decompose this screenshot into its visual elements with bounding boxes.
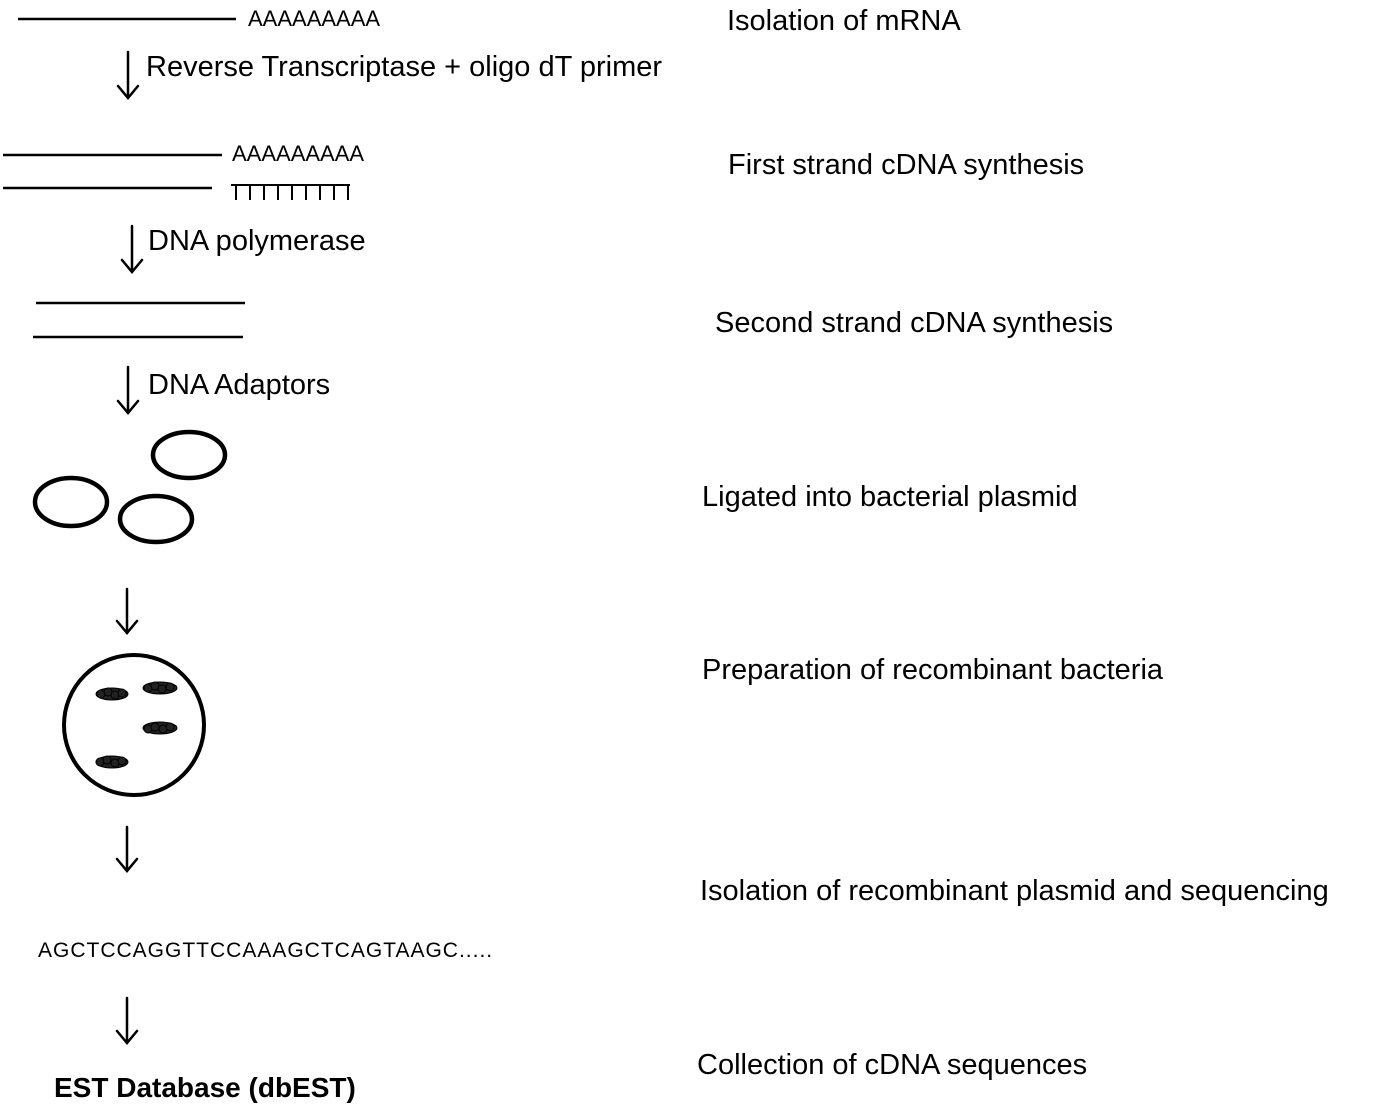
step-label-sequencing: Isolation of recombinant plasmid and seq… bbox=[700, 875, 1329, 907]
reagent-label-reverse-transcriptase: Reverse Transcriptase + oligo dT primer bbox=[146, 51, 663, 83]
arrow-down-icon bbox=[115, 996, 139, 1045]
step-label-collection: Collection of cDNA sequences bbox=[697, 1049, 1088, 1081]
plasmid-icon bbox=[150, 429, 228, 481]
plasmid-icon bbox=[117, 493, 195, 545]
bacteria-colony-icon bbox=[142, 721, 178, 735]
arrow-down-icon bbox=[120, 224, 144, 274]
bacteria-colony-icon bbox=[95, 755, 129, 769]
bacteria-colony-icon bbox=[142, 681, 178, 695]
poly-a-tail-label: AAAAAAAAA bbox=[232, 141, 365, 166]
bacteria-colony-icon bbox=[95, 687, 129, 701]
reagent-label-dna-polymerase: DNA polymerase bbox=[148, 225, 366, 257]
step-label-second-strand: Second strand cDNA synthesis bbox=[715, 307, 1114, 339]
arrow-down-icon bbox=[116, 365, 140, 415]
plasmid-icon bbox=[32, 475, 110, 529]
step-label-recombinant-bacteria: Preparation of recombinant bacteria bbox=[702, 654, 1164, 686]
example-sequence-read: AGCTCCAGGTTCCAAAGCTCAGTAAGC..... bbox=[38, 939, 494, 962]
step-label-isolation-mrna: Isolation of mRNA bbox=[727, 5, 961, 37]
est-database-label: EST Database (dbEST) bbox=[54, 1072, 356, 1103]
arrow-down-icon bbox=[115, 587, 139, 635]
step-label-first-strand: First strand cDNA synthesis bbox=[728, 149, 1085, 181]
oligo-dt-primer bbox=[231, 184, 350, 200]
poly-a-tail-label: AAAAAAAAA bbox=[248, 6, 381, 31]
arrow-down-icon bbox=[115, 825, 139, 873]
petri-dish-icon bbox=[62, 653, 206, 797]
reagent-label-dna-adaptors: DNA Adaptors bbox=[148, 369, 331, 401]
step-label-ligation: Ligated into bacterial plasmid bbox=[702, 481, 1078, 513]
arrow-down-icon bbox=[116, 50, 140, 100]
